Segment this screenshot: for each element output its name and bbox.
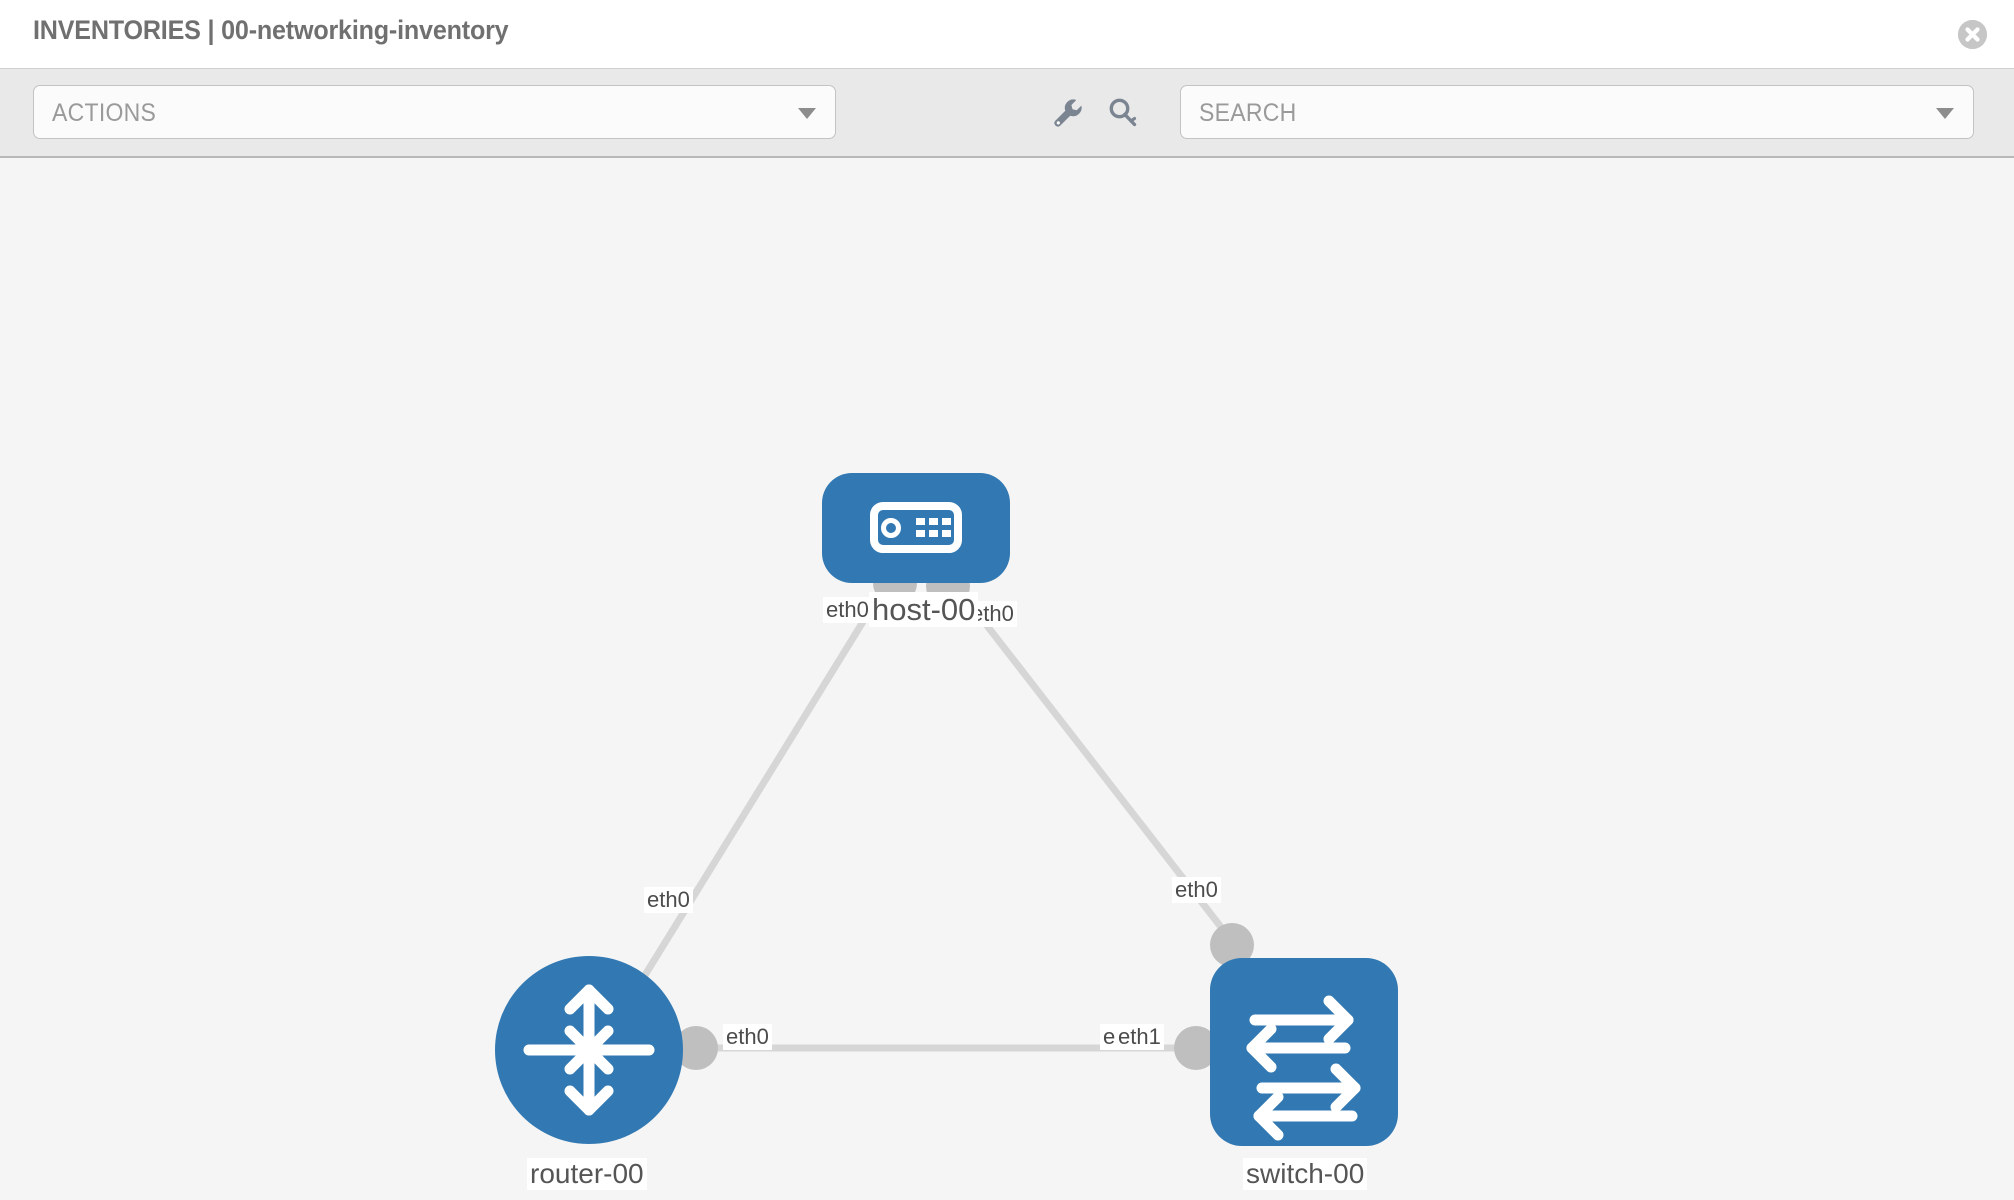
connector-router-right[interactable] <box>674 1026 718 1070</box>
window-header: INVENTORIES | 00-networking-inventory <box>0 0 2014 68</box>
server-appliance-icon <box>870 502 962 553</box>
topology-edges <box>595 575 1248 1052</box>
chevron-down-icon[interactable] <box>1936 108 1954 119</box>
actions-dropdown-label: ACTIONS <box>52 99 157 127</box>
iface-label-router-right: eth0 <box>723 1024 772 1050</box>
node-switch-00[interactable] <box>1210 958 1398 1146</box>
iface-label-router-up: eth0 <box>644 887 693 913</box>
actions-dropdown[interactable]: ACTIONS <box>33 85 836 139</box>
node-label-switch-00: switch-00 <box>1243 1158 1368 1190</box>
edge-host-router[interactable] <box>597 576 893 1050</box>
wrench-icon[interactable] <box>1050 95 1086 131</box>
search-input[interactable]: SEARCH <box>1180 85 1974 139</box>
topology-canvas[interactable]: eth0 eth0 eth0 eth0 eth0 eth0 eth1 host-… <box>0 158 2014 1200</box>
toolbar: ACTIONS SEARCH <box>0 68 2014 158</box>
search-placeholder: SEARCH <box>1199 99 1297 127</box>
iface-label-switch-up: eth0 <box>1172 877 1221 903</box>
iface-label-host-left: eth0 <box>823 597 872 623</box>
router-arrows-icon <box>523 984 655 1116</box>
node-host-00[interactable] <box>822 473 1010 583</box>
node-router-00[interactable] <box>495 956 683 1144</box>
node-label-router-00: router-00 <box>527 1158 647 1190</box>
connector-switch-left[interactable] <box>1174 1026 1218 1070</box>
topology-connectors <box>674 561 1254 1070</box>
page-title: INVENTORIES | 00-networking-inventory <box>33 15 509 45</box>
close-icon[interactable] <box>1958 20 1987 49</box>
chevron-down-icon <box>798 108 816 119</box>
node-label-host-00: host-00 <box>869 592 979 627</box>
switch-arrows-icon <box>1246 995 1361 1141</box>
topology-graph <box>495 473 1398 1146</box>
connector-switch-top[interactable] <box>1210 923 1254 967</box>
key-icon[interactable] <box>1105 95 1141 131</box>
iface-label-switch-left-eth1: eth1 <box>1115 1024 1164 1050</box>
